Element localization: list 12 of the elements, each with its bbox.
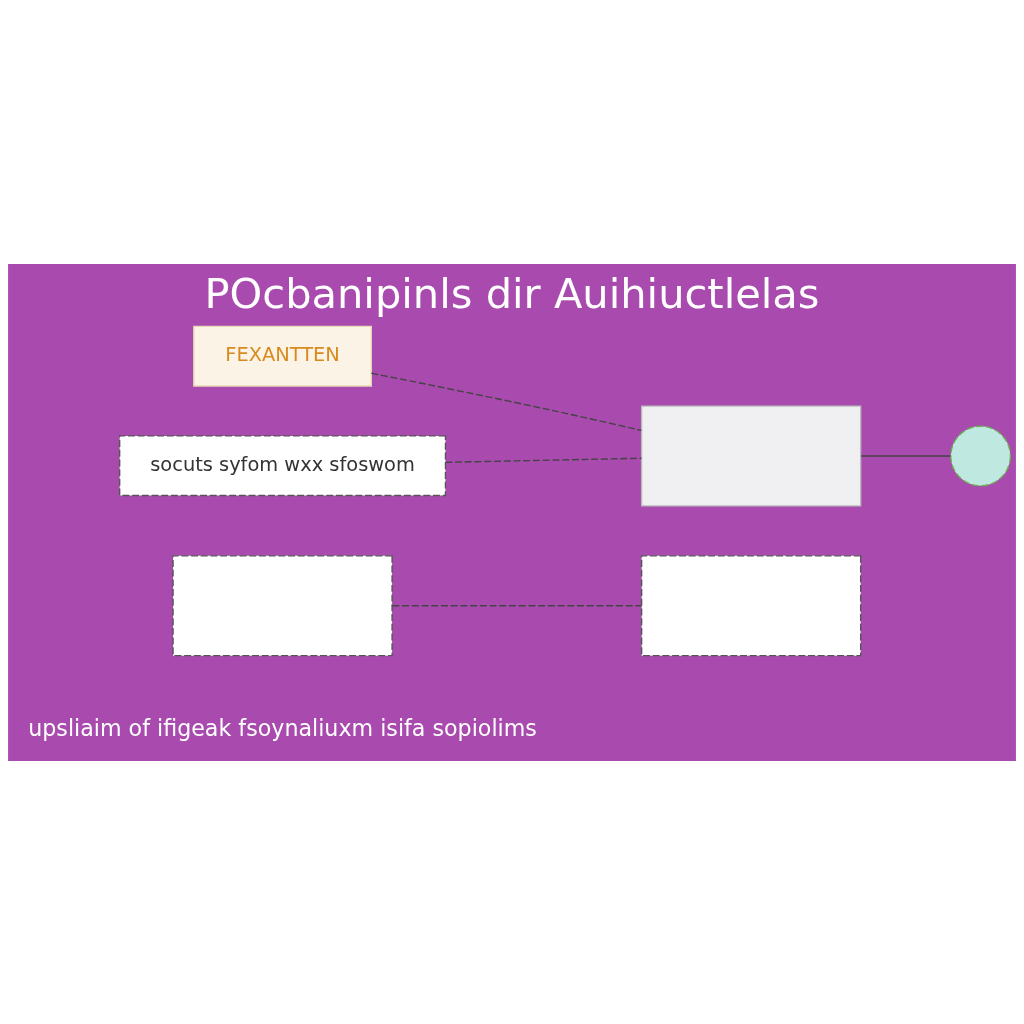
connector (444, 457, 643, 463)
connector (391, 604, 643, 606)
connector (370, 372, 643, 431)
node-circle (950, 425, 1012, 486)
label: upsliaim of ifigeak fsoynaliuxm isifa sopiolims (28, 714, 537, 741)
node-box (640, 554, 862, 656)
node-box (640, 404, 862, 507)
diagram-title: POcbanipinls dir Auihiuctlelas (204, 268, 820, 318)
node-box (172, 554, 393, 656)
node-box: socuts syfom wxx sfoswom (118, 434, 447, 496)
connector (860, 454, 952, 457)
node-box: FEXANTTEN (193, 325, 372, 387)
